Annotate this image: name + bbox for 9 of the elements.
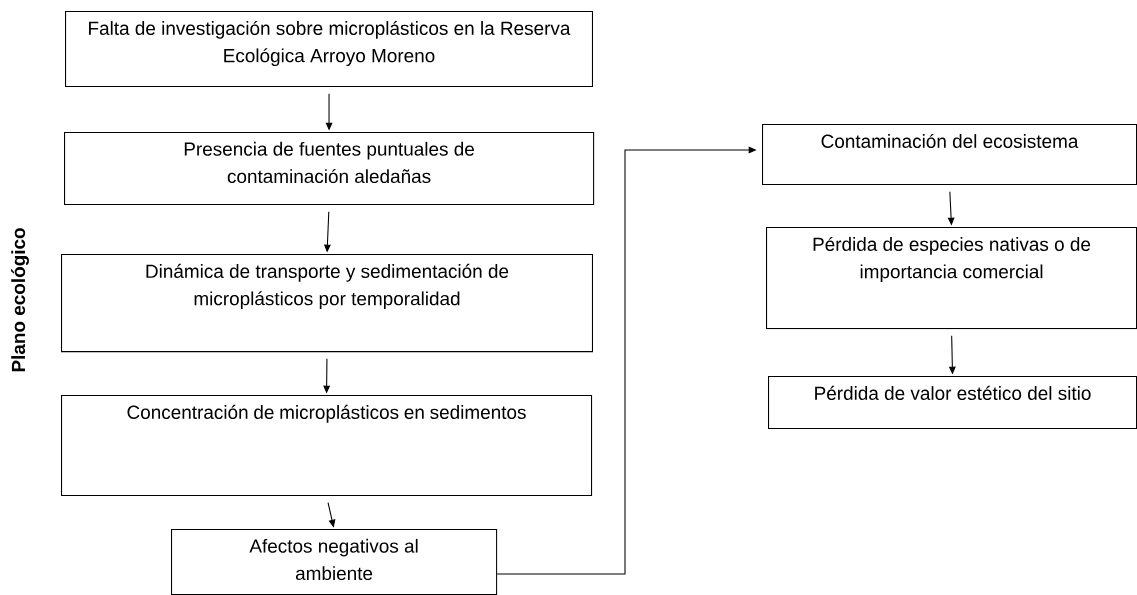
side-label: Plano ecológico bbox=[11, 228, 29, 372]
process-box: Concentración de microplásticos en sedimentos bbox=[61, 395, 593, 497]
process-box: Contaminación del ecosistema bbox=[762, 124, 1137, 186]
process-box: Pérdida de valor estético del sitio bbox=[768, 376, 1137, 430]
process-box: Falta de investigación sobre microplásticos en la Reserva Ecológica Arroyo Moreno bbox=[65, 11, 593, 87]
process-box: Presencia de fuentes puntuales de contaminación aledañas bbox=[64, 132, 595, 206]
process-box: Pérdida de especies nativas o de importancia comercial bbox=[766, 227, 1137, 330]
process-box: Dinámica de transporte y sedimentación de microplásticos por temporalidad bbox=[61, 254, 593, 353]
process-box: Afectos negativos al ambiente bbox=[171, 529, 498, 595]
